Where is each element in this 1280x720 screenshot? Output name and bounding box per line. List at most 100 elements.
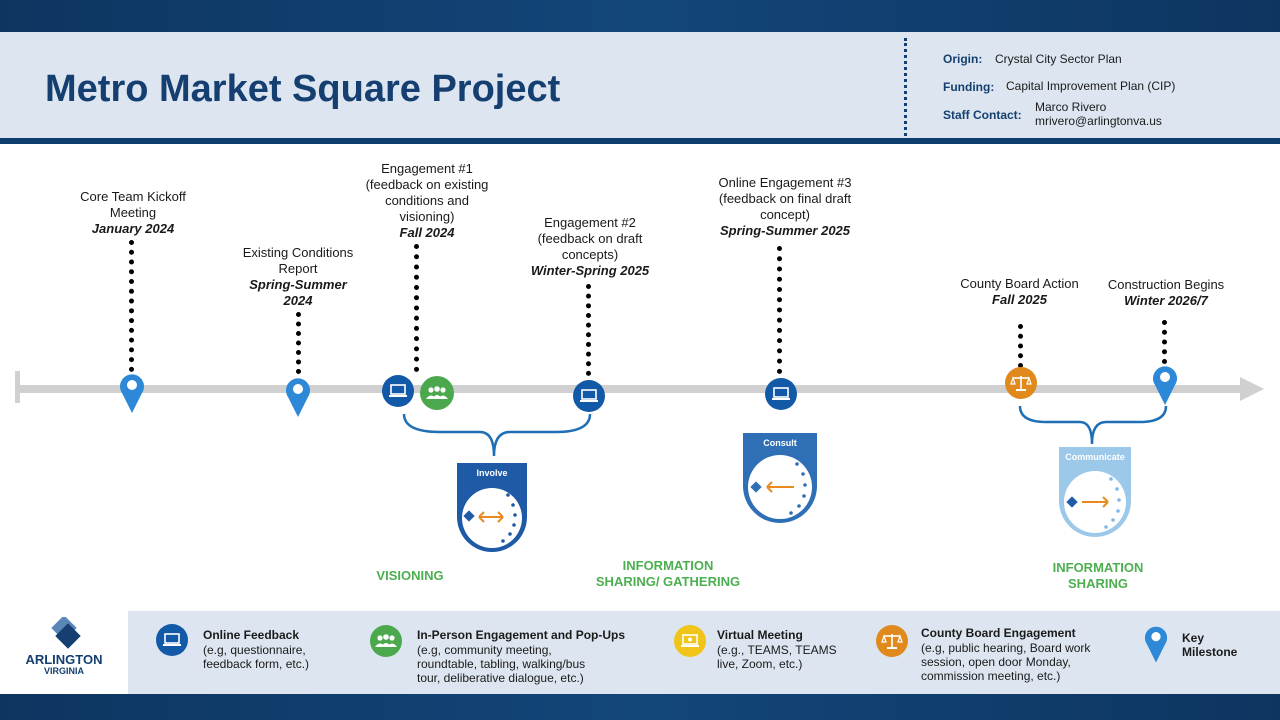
event-eng3-line1: Online Engagement #3: [718, 175, 852, 190]
event-eng2-line2: (feedback on draft: [537, 231, 643, 246]
event-kickoff-line2: Meeting: [109, 205, 157, 220]
event-construction-stem: [1162, 320, 1167, 364]
legend: [128, 611, 1280, 694]
event-existing-date1: Spring-Summer: [249, 277, 347, 292]
arlington-logo-icon: [51, 617, 81, 649]
funding-label: Funding:: [943, 80, 995, 94]
staff-contact-email: mrivero@arlingtonva.us: [1035, 114, 1162, 128]
legend-online-desc: (e.g, questionnaire, feedback form, etc.…: [203, 643, 309, 671]
consult-badge-label: Consult: [763, 438, 797, 448]
laptop-icon: [765, 378, 797, 410]
event-eng1-date: Fall 2024: [399, 225, 455, 240]
phase-info-sharing-line2: SHARING: [1068, 576, 1128, 591]
involve-badge-label: Involve: [476, 468, 508, 478]
people-icon: [370, 625, 402, 657]
communicate-badge-label: Communicate: [1065, 452, 1125, 462]
event-eng2-stem: [586, 284, 591, 376]
legend-board-desc-line3: commission meeting, etc.): [921, 669, 1061, 683]
header-separator: [904, 38, 907, 136]
top-banner: [0, 0, 1280, 32]
event-eng1-line4: visioning): [399, 209, 455, 224]
involve-badge-icon: [457, 463, 527, 552]
event-kickoff-date: January 2024: [91, 221, 175, 236]
funding-value: Capital Improvement Plan (CIP): [1006, 79, 1176, 93]
laptop-icon: [573, 380, 605, 412]
virtual-meeting-icon: [674, 625, 706, 657]
event-eng1-line1: Engagement #1: [381, 161, 473, 176]
key-milestone-pin-icon: [120, 374, 144, 413]
legend-board-title: County Board Engagement: [921, 626, 1076, 640]
event-existing-stem: [296, 312, 301, 374]
event-eng3-line2: (feedback on final draft: [718, 191, 852, 206]
legend-board-desc-line2: session, open door Monday,: [921, 655, 1071, 669]
phase-info-gathering-line2: SHARING/ GATHERING: [595, 574, 741, 589]
scales-icon: [876, 625, 908, 657]
phase-info-gathering-line1: INFORMATION: [622, 558, 714, 573]
legend-virtual-desc-line1: (e.g., TEAMS, TEAMS: [717, 643, 837, 657]
event-eng3-line3: concept): [760, 207, 810, 222]
event-construction: Construction Begins Winter 2026/7: [1095, 277, 1237, 309]
origin-label: Origin:: [943, 52, 983, 66]
event-engagement-2: Engagement #2 (feedback on draft concept…: [510, 215, 670, 279]
event-eng1-stem: [414, 244, 419, 372]
legend-inperson-desc-line2: roundtable, tabling, walking/bus: [417, 657, 586, 671]
legend-milestone-line2: Milestone: [1182, 645, 1238, 659]
phase-info-sharing: INFORMATION SHARING: [1038, 560, 1158, 592]
timeline-start-cap: [15, 371, 20, 403]
phase-visioning: VISIONING: [376, 568, 444, 583]
consult-badge-icon: [743, 433, 817, 523]
legend-inperson-desc-line3: tour, deliberative dialogue, etc.): [417, 671, 584, 685]
legend-inperson-desc: (e.g, community meeting, roundtable, tab…: [417, 643, 585, 685]
staff-contact-label: Staff Contact:: [943, 108, 1022, 122]
timeline-arrow-icon: [1240, 377, 1264, 401]
legend-inperson-desc-line1: (e.g, community meeting,: [417, 643, 552, 657]
event-eng1-line3: conditions and: [385, 193, 469, 208]
legend-milestone-title: Key Milestone: [1182, 631, 1237, 659]
event-board-line1: County Board Action: [960, 276, 1079, 291]
event-construction-date: Winter 2026/7: [1124, 293, 1208, 308]
header: [0, 32, 1280, 138]
laptop-icon: [156, 624, 188, 656]
legend-inperson-title: In-Person Engagement and Pop-Ups: [417, 628, 626, 642]
communicate-brace: [1018, 405, 1168, 445]
event-county-board: County Board Action Fall 2025: [942, 276, 1097, 308]
event-kickoff-stem: [129, 240, 134, 372]
legend-online-title: Online Feedback: [203, 628, 300, 642]
event-eng3-stem: [777, 246, 782, 374]
event-eng2-line3: concepts): [561, 247, 619, 262]
event-board-date: Fall 2025: [992, 292, 1047, 307]
event-kickoff: Core Team Kickoff Meeting January 2024: [62, 189, 204, 237]
legend-virtual-desc-line2: live, Zoom, etc.): [717, 657, 803, 671]
event-board-stem: [1018, 324, 1023, 368]
event-existing-line1: Existing Conditions: [242, 245, 354, 260]
event-existing-conditions: Existing Conditions Report Spring-Summer…: [228, 245, 368, 309]
event-eng2-date: Winter-Spring 2025: [530, 263, 650, 278]
legend-milestone-line1: Key: [1182, 631, 1205, 645]
legend-online-desc-line2: feedback form, etc.): [203, 657, 310, 671]
logo-text-virginia: VIRGINIA: [43, 666, 84, 676]
involve-brace: [402, 413, 592, 457]
phase-info-gathering: INFORMATION SHARING/ GATHERING: [578, 558, 758, 590]
people-icon: [420, 376, 454, 410]
legend-online-desc-line1: (e.g, questionnaire,: [203, 643, 306, 657]
event-existing-date2: 2024: [283, 293, 313, 308]
timeline-axis: [20, 385, 1242, 393]
event-eng3-date: Spring-Summer 2025: [719, 223, 851, 238]
event-eng1-line2: (feedback on existing: [365, 177, 489, 192]
legend-virtual-desc: (e.g., TEAMS, TEAMS live, Zoom, etc.): [717, 643, 837, 671]
event-eng2-line1: Engagement #2: [544, 215, 636, 230]
key-milestone-pin-icon: [286, 378, 310, 417]
event-engagement-3: Online Engagement #3 (feedback on final …: [695, 175, 875, 239]
legend-board-desc-line1: (e.g, public hearing, Board work: [921, 641, 1091, 655]
legend-board-desc: (e.g, public hearing, Board work session…: [921, 641, 1090, 683]
event-existing-line2: Report: [278, 261, 318, 276]
key-milestone-pin-icon: [1153, 366, 1177, 405]
scales-icon: [1005, 367, 1037, 399]
bottom-banner: [0, 694, 1280, 720]
phase-info-sharing-line1: INFORMATION: [1052, 560, 1144, 575]
event-kickoff-line1: Core Team Kickoff: [80, 189, 186, 204]
communicate-badge-icon: [1059, 447, 1131, 537]
logo-text-arlington: ARLINGTON: [25, 652, 103, 667]
laptop-icon: [382, 375, 414, 407]
key-milestone-pin-icon: [1144, 626, 1168, 663]
